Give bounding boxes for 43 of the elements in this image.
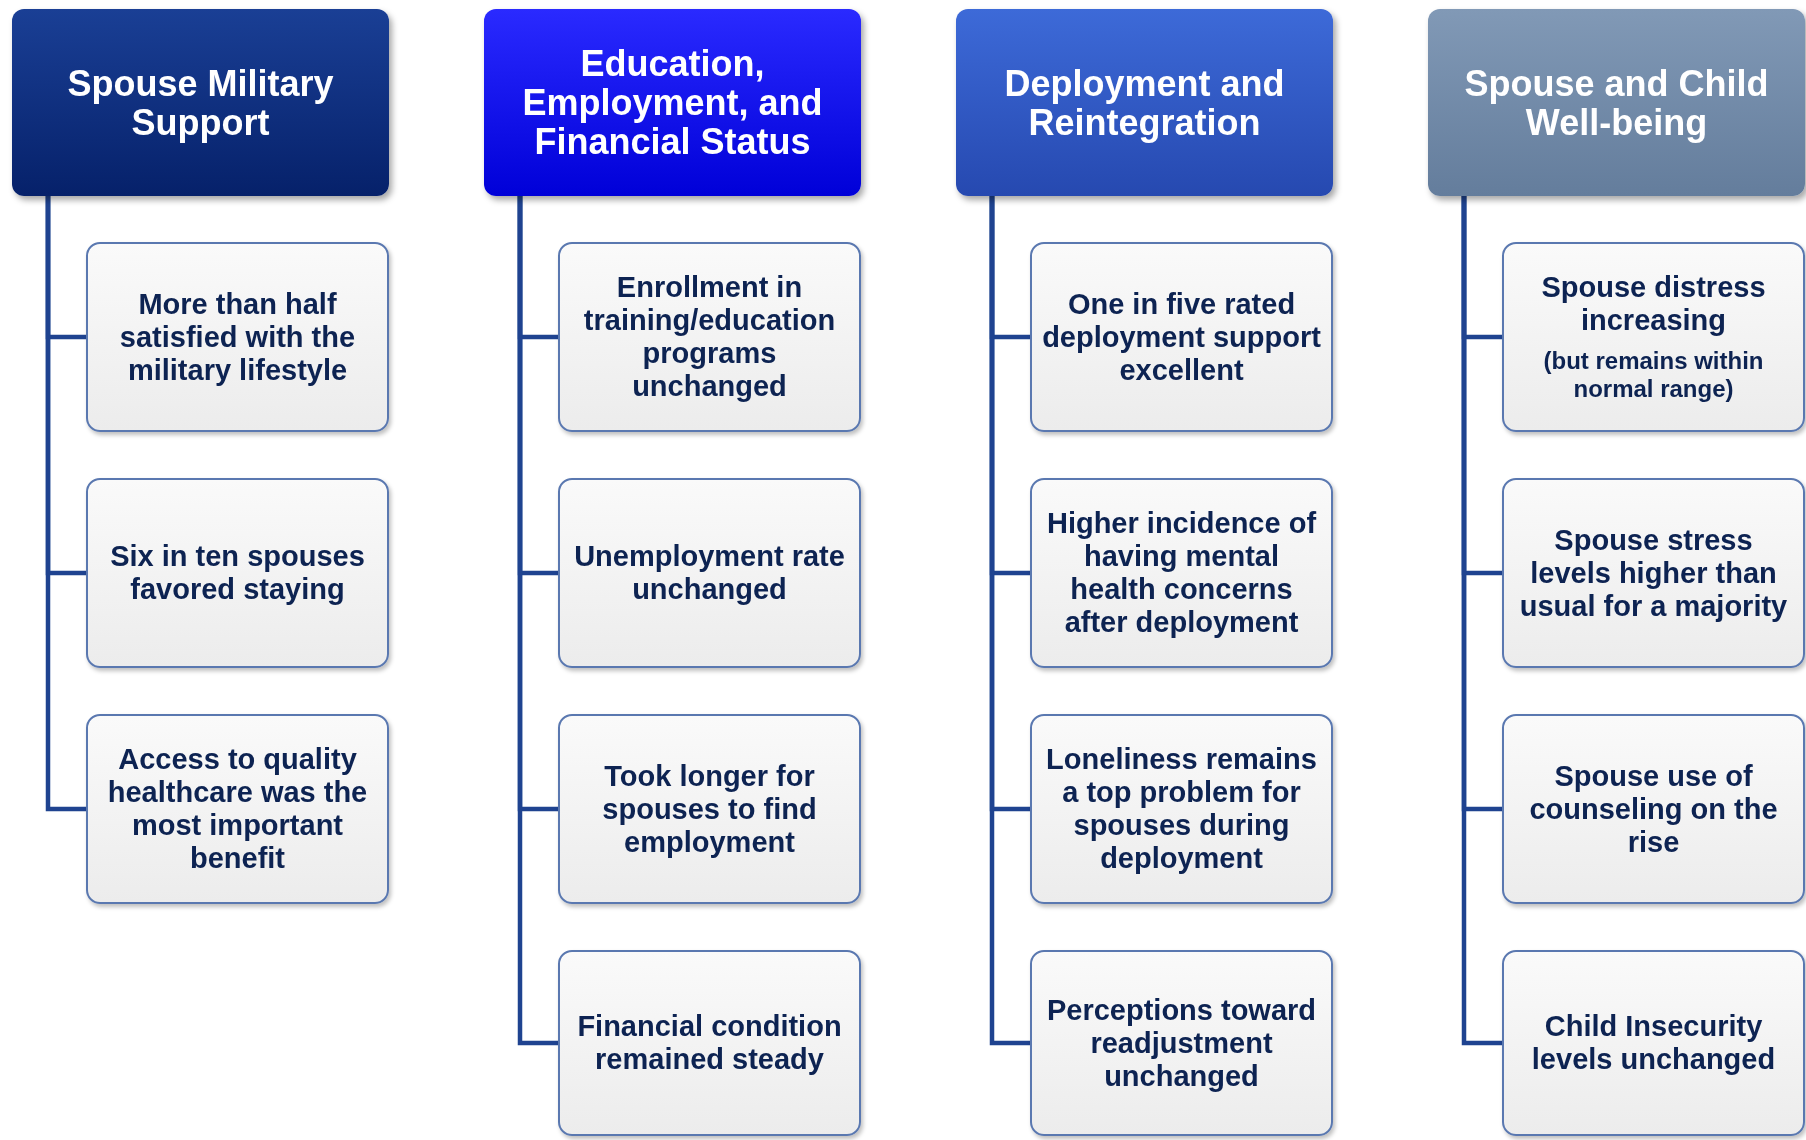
finding-card bbox=[1502, 950, 1805, 1136]
finding-text: One in five rated deployment support excellent bbox=[1042, 287, 1321, 387]
category-header bbox=[1428, 9, 1805, 196]
finding-card bbox=[1030, 478, 1333, 668]
finding-card bbox=[1030, 242, 1333, 432]
connector-line bbox=[989, 196, 1030, 1046]
connector-line bbox=[517, 196, 558, 1046]
finding-text: Took longer for spouses to find employment bbox=[601, 759, 818, 859]
connector-line bbox=[1461, 196, 1502, 1046]
finding-card bbox=[86, 478, 389, 668]
category-header bbox=[956, 9, 1333, 196]
header-text: Deployment and Reintegration bbox=[1003, 63, 1286, 142]
finding-card bbox=[558, 242, 861, 432]
finding-text: Six in ten spouses favored staying bbox=[109, 540, 366, 606]
finding-text: Perceptions toward readjustment unchanged bbox=[1045, 993, 1318, 1093]
finding-text: Financial condition remained steady bbox=[576, 1010, 843, 1076]
finding-card bbox=[558, 478, 861, 668]
finding-card bbox=[1502, 714, 1805, 904]
finding-text: Access to quality healthcare was the most important benefit bbox=[106, 743, 369, 875]
finding-card bbox=[558, 950, 861, 1136]
note-text: (but remains within normal range) bbox=[1542, 347, 1765, 403]
finding-card bbox=[1030, 714, 1333, 904]
header-text: Spouse Military Support bbox=[66, 63, 335, 142]
finding-text: Enrollment in training/education programs unchanged bbox=[582, 271, 837, 403]
finding-text: Unemployment rate unchanged bbox=[573, 540, 846, 606]
finding-card bbox=[1502, 242, 1805, 432]
finding-text: Loneliness remains a top problem for spouses during deployment bbox=[1045, 743, 1318, 875]
finding-text: Spouse distress increasing bbox=[1540, 271, 1767, 337]
finding-text: Child Insecurity levels unchanged bbox=[1530, 1010, 1777, 1076]
finding-text: Higher incidence of having mental health concerns after deployment bbox=[1045, 507, 1318, 639]
connector-line bbox=[45, 196, 86, 812]
finding-text: More than half satisfied with the military lifestyle bbox=[118, 287, 357, 387]
finding-text: Spouse use of counseling on the rise bbox=[1528, 759, 1779, 859]
finding-card bbox=[1030, 950, 1333, 1136]
finding-card bbox=[86, 242, 389, 432]
finding-card bbox=[558, 714, 861, 904]
header-text: Spouse and Child Well-being bbox=[1463, 63, 1770, 142]
category-header bbox=[12, 9, 389, 196]
finding-card bbox=[86, 714, 389, 904]
header-text: Education, Employment, and Financial Status bbox=[521, 44, 824, 161]
category-header bbox=[484, 9, 861, 196]
finding-text: Spouse stress levels higher than usual for a majority bbox=[1518, 523, 1789, 623]
finding-card bbox=[1502, 478, 1805, 668]
